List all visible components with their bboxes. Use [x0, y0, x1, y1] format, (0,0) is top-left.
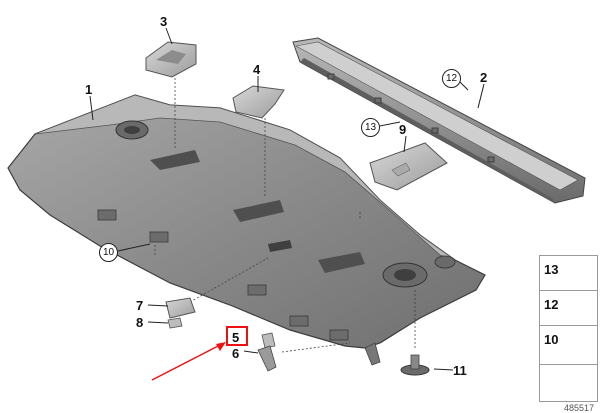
legend-number-12: 12: [544, 297, 559, 312]
highlight-box-5: [226, 326, 248, 346]
callout-10-circled: 10: [99, 243, 118, 262]
part-9-plate: [369, 142, 448, 191]
part-6-bracket: [257, 345, 277, 372]
legend-cell-12: 12: [539, 290, 598, 326]
callout-9: 9: [399, 122, 407, 137]
highlight-arrow: [151, 342, 226, 381]
callout-4: 4: [253, 62, 261, 77]
part-7-bracket: [165, 297, 196, 319]
part-1-parcel-shelf: [7, 78, 486, 366]
callout-3: 3: [160, 14, 168, 29]
legend-cell-assembly: [539, 364, 598, 402]
callout-5: 5: [232, 330, 240, 345]
callout-2: 2: [480, 70, 488, 85]
legend-cell-10: 10: [539, 325, 598, 365]
part-8-clip: [167, 317, 183, 329]
legend-number-10: 10: [544, 332, 559, 347]
callout-13-circled: 13: [361, 118, 380, 137]
part-4-cover: [232, 85, 285, 119]
callout-11: 11: [453, 363, 467, 378]
callout-8: 8: [136, 315, 144, 330]
callout-7: 7: [136, 298, 144, 313]
part-11-pushbutton: [400, 354, 430, 376]
leader-lines: [89, 27, 485, 371]
part-2-trim-bar: [292, 37, 586, 204]
callout-12-circled: 12: [442, 69, 461, 88]
callout-6: 6: [232, 346, 240, 361]
part-5-clip: [261, 332, 276, 349]
legend-number-13: 13: [544, 262, 559, 277]
callout-1: 1: [85, 82, 93, 97]
reference-number: 485517: [563, 403, 594, 413]
legend-cell-13: 13: [539, 255, 598, 291]
